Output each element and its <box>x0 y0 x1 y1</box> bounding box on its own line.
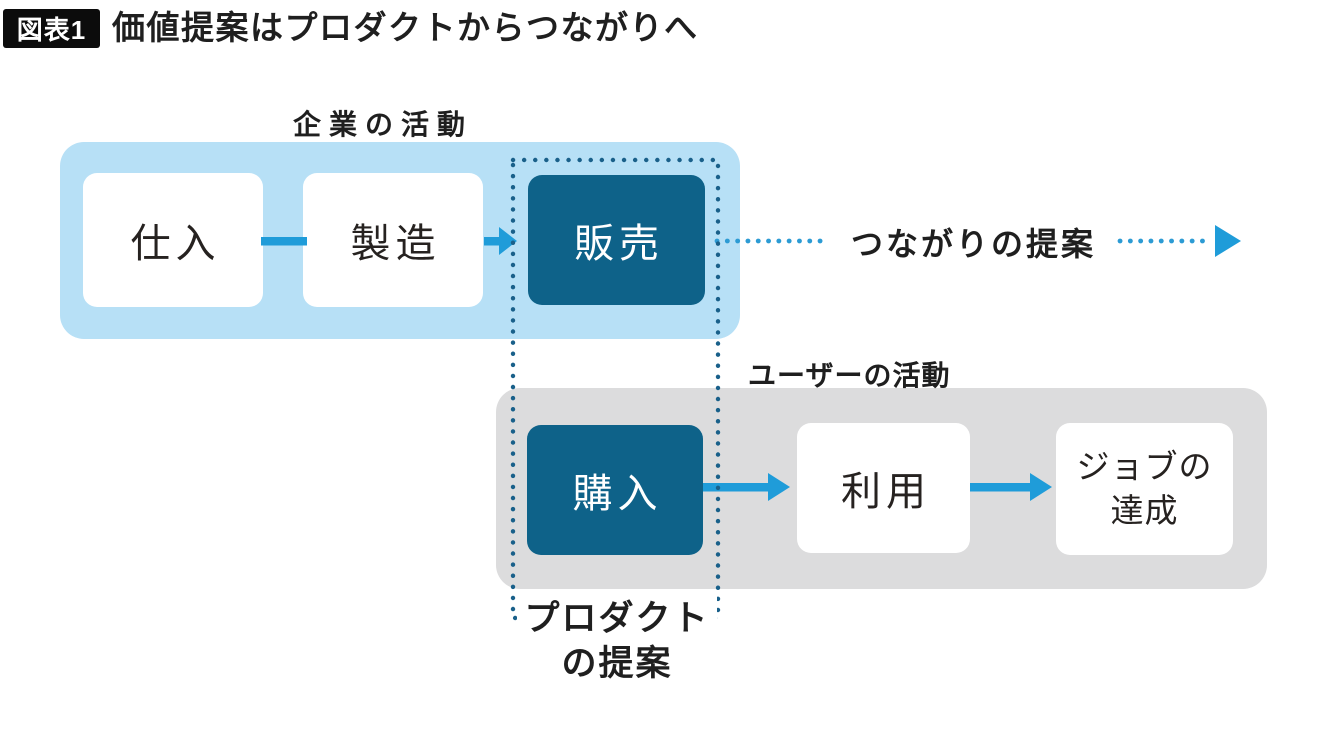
connection-proposal-label: つながりの提案 <box>851 226 1097 262</box>
box-job-achievement: ジョブの 達成 <box>1056 423 1233 555</box>
user-activities-label: ユーザーの活動 <box>748 360 951 391</box>
box-procurement: 仕入 <box>83 173 263 307</box>
job-line-1: ジョブの <box>1076 448 1213 485</box>
box-usage: 利用 <box>797 423 970 553</box>
box-sales-label: 販売 <box>574 222 664 266</box>
product-proposal-line-1: プロダクト <box>524 599 710 638</box>
diagram-title: 価値提案はプロダクトからつながりへ <box>112 9 699 46</box>
box-procurement-label: 仕入 <box>130 222 221 266</box>
box-purchase-label: 購入 <box>572 472 663 516</box>
box-sales: 販売 <box>528 175 705 305</box>
box-usage-label: 利用 <box>841 470 931 514</box>
box-manufacturing: 製造 <box>303 173 483 307</box>
job-line-2: 達成 <box>1110 492 1179 529</box>
box-manufacturing-label: 製造 <box>350 222 441 266</box>
box-job-achievement-label: ジョブの 達成 <box>1077 445 1213 533</box>
product-proposal-line-2: の提案 <box>561 644 673 683</box>
figure-number-badge: 図表1 <box>3 9 100 48</box>
dotted-arrow-head-icon <box>1215 225 1241 257</box>
product-proposal-label: プロダクト の提案 <box>517 596 717 686</box>
company-activities-label: 企業の活動 <box>293 109 474 140</box>
box-purchase: 購入 <box>527 425 703 555</box>
